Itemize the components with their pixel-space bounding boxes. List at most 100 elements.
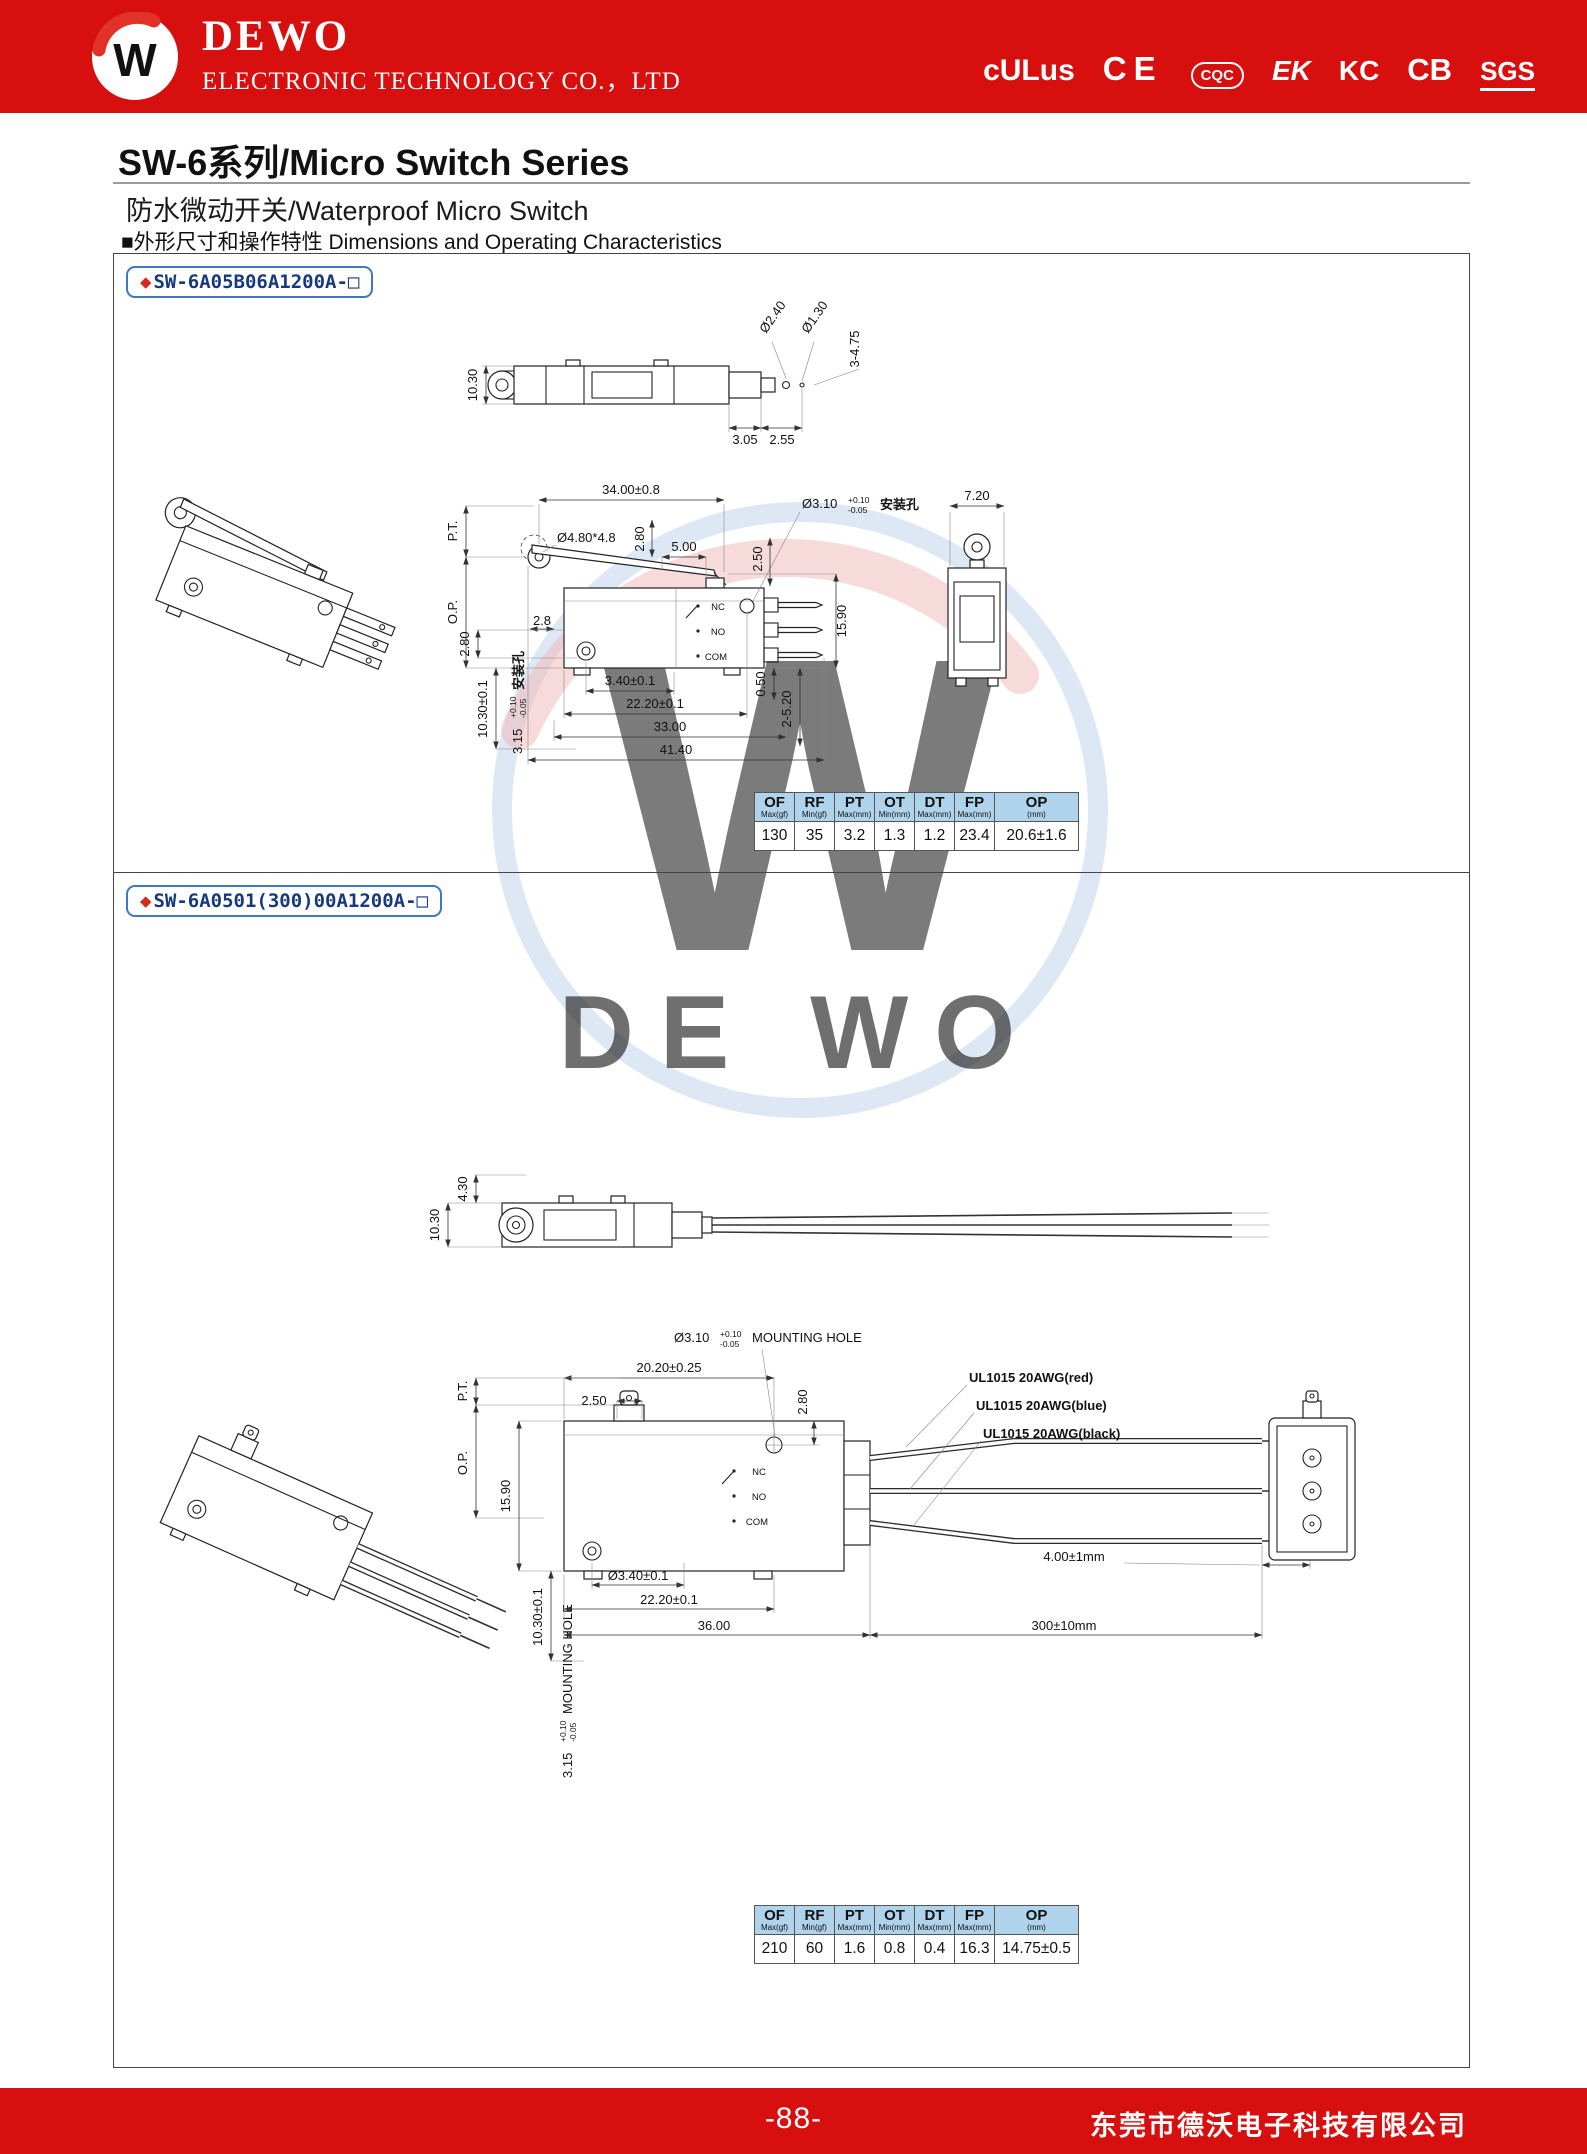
pt-label: P.T.	[445, 521, 460, 542]
dim-rotated-group: 3.15 +0.10 -0.05 MOUNTING HOLE	[558, 1604, 578, 1778]
dim-label: 34.00±0.8	[602, 482, 660, 497]
nc-label: NC	[752, 1467, 766, 1478]
cqc-mark-icon: CQC	[1190, 62, 1244, 89]
sgs-mark-icon: SGS	[1480, 56, 1535, 91]
brand-block: DEWO ELECTRONIC TECHNOLOGY CO.，LTD	[202, 14, 681, 97]
logo-circle	[92, 14, 178, 100]
kc-mark-icon: KC	[1338, 55, 1380, 86]
dim-tol-minus: -0.05	[720, 1339, 740, 1349]
dim-label: 4.30	[455, 1176, 470, 1201]
front-view: NC NO COM 34.00±0.8 Ø3.10 +0.10 -0.05 安装…	[445, 482, 919, 764]
dim-tol-minus: -0.05	[568, 1722, 578, 1742]
page-title: SW-6系列/Micro Switch Series	[118, 142, 630, 183]
top-view: 4.30 10.30	[427, 1174, 1269, 1248]
spec-value: 14.75±0.5	[994, 1934, 1079, 1965]
spec-value: 1.6	[834, 1934, 875, 1965]
ek-mark-icon: EK	[1271, 55, 1311, 86]
dim-label: Ø3.10	[802, 496, 837, 511]
pt-label: P.T.	[455, 1381, 470, 1402]
op-label: O.P.	[445, 600, 460, 624]
spec-value: 60	[794, 1934, 835, 1965]
spec-value: 130	[754, 821, 795, 852]
model2-drawing: 4.30 10.30	[159, 1174, 1356, 1778]
ce-mark-icon: CE	[1102, 50, 1163, 87]
ul-mark-icon: cULus	[983, 54, 1075, 87]
dim-label: MOUNTING HOLE	[752, 1330, 862, 1345]
spec-value: 20.6±1.6	[994, 821, 1079, 852]
brand-name: DEWO	[202, 13, 351, 60]
dim-label: 15.90	[498, 1480, 513, 1513]
dim-label: 300±10mm	[1032, 1618, 1097, 1633]
dim-label: 10.30±0.1	[475, 680, 490, 738]
brand-company: ELECTRONIC TECHNOLOGY CO.，LTD	[202, 68, 681, 96]
dim-label: 2.80	[795, 1389, 810, 1414]
logo-w: W	[113, 34, 157, 86]
dim-tol-plus: +0.10	[558, 1720, 568, 1742]
dim-rotated-group: 3.15 +0.10 -0.05 安装孔	[508, 651, 528, 754]
spec-value: 16.3	[954, 1934, 995, 1965]
dim-label: 10.30±0.1	[530, 1588, 545, 1646]
dim-label: 2.80	[457, 631, 472, 656]
wire-label-blue: UL1015 20AWG(blue)	[976, 1398, 1107, 1413]
dim-label: 3-4.75	[847, 331, 862, 368]
model2-tag: ◆SW-6A0501(300)00A1200A-□	[126, 885, 442, 917]
dim-label: MOUNTING HOLE	[560, 1604, 575, 1714]
dim-label: Ø1.30	[798, 298, 831, 336]
com-label: COM	[746, 1517, 768, 1528]
isometric-view	[155, 497, 396, 671]
op-label: O.P.	[455, 1451, 470, 1475]
spec-value: 0.4	[914, 1934, 955, 1965]
spec-header: OP(mm)	[994, 791, 1079, 823]
dim-label: 2-5.20	[779, 691, 794, 728]
spec-value: 3.2	[834, 821, 875, 852]
page-number: -88-	[764, 2102, 823, 2135]
cb-mark-icon: CB	[1407, 52, 1453, 87]
dim-tol-plus: +0.10	[848, 495, 870, 505]
dim-label: 2.55	[769, 432, 794, 447]
dim-label: 3.15	[560, 1753, 575, 1778]
top-view: 10.30 3.05 2.55 Ø2.40 Ø1.30 3-4.75	[465, 298, 862, 447]
dim-label: 10.30	[427, 1209, 442, 1242]
logo-red-arc	[92, 12, 161, 57]
diamond-icon: ◆	[140, 890, 152, 912]
dim-label: 安装孔	[511, 651, 526, 690]
model2-panel: ◆SW-6A0501(300)00A1200A-□ 4.30 10.30	[113, 873, 1470, 2068]
model1-panel: ◆SW-6A05B06A1200A-□ 10.30 3.05 2.	[113, 253, 1470, 873]
dim-label: 22.20±0.1	[640, 1592, 698, 1607]
page-footer: -88- 东莞市德沃电子科技有限公司	[0, 2088, 1587, 2154]
spec-value: 35	[794, 821, 835, 852]
dim-label: 36.00	[698, 1618, 731, 1633]
dim-tol-plus: +0.10	[720, 1329, 742, 1339]
section-heading: ■外形尺寸和操作特性 Dimensions and Operating Char…	[121, 231, 722, 254]
dim-label: 2.50	[750, 546, 765, 571]
dim-label: 10.30	[465, 369, 480, 402]
subtitle: 防水微动开关/Waterproof Micro Switch	[126, 196, 589, 226]
dim-label: 15.90	[834, 605, 849, 638]
dewo-logo: W	[92, 12, 178, 100]
model2-code: SW-6A0501(300)00A1200A-□	[153, 890, 428, 912]
com-label: COM	[705, 652, 727, 663]
page-header: W DEWO ELECTRONIC TECHNOLOGY CO.，LTD cUL…	[0, 0, 1587, 113]
end-view	[1268, 1390, 1356, 1561]
dim-label: 33.00	[654, 719, 687, 734]
dim-label: 4.00±1mm	[1043, 1549, 1104, 1564]
dim-label: 2.80	[632, 526, 647, 551]
dim-label: Ø4.80*4.8	[557, 530, 616, 545]
spec-header: OP(mm)	[994, 1904, 1079, 1936]
dim-label: 20.20±0.25	[637, 1360, 702, 1375]
dim-label: Ø3.10	[674, 1330, 709, 1345]
front-view: NC NO COM UL1015 20AWG(red) UL1015 20AWG…	[455, 1329, 1311, 1778]
title-divider	[113, 182, 1470, 184]
dim-label: 2.8	[533, 613, 551, 628]
